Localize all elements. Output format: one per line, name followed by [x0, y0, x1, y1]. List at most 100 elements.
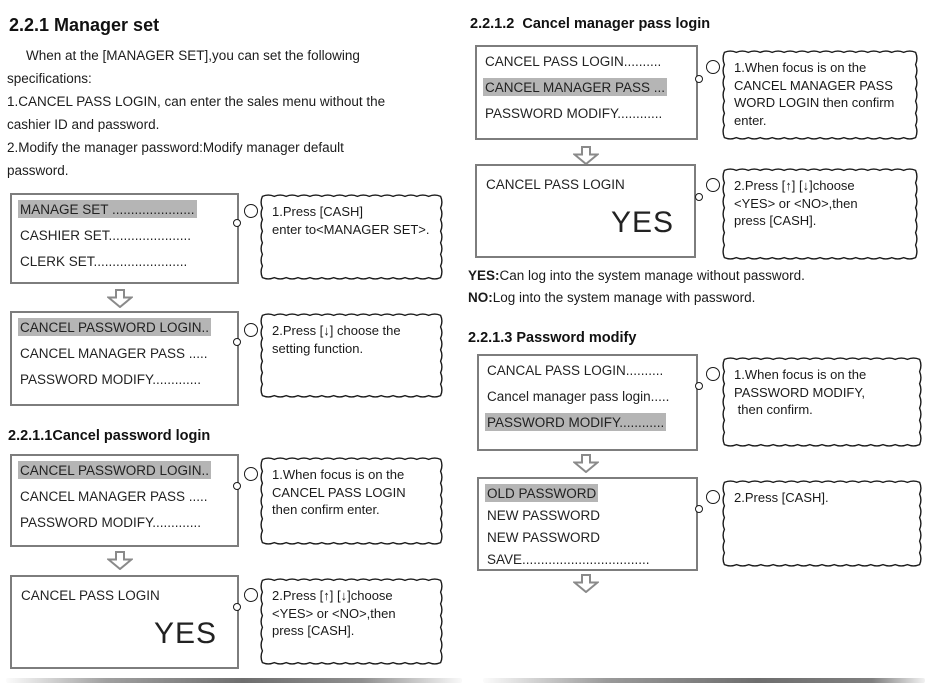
- screen-row: PASSWORD MODIFY............: [485, 413, 667, 431]
- callout-line: WORD LOGIN then confirm: [734, 95, 895, 110]
- speech-tail-small-dot: [695, 75, 703, 83]
- callout-bubble: 1.When focus is on the CANCEL MANAGER PA…: [722, 50, 918, 140]
- callout-line: enter.: [734, 112, 767, 128]
- lcd-screen-cancel-pass-yes: CANCEL PASS LOGIN YES: [10, 575, 239, 669]
- callout-bubble: 1.When focus is on the PASSWORD MODIFY, …: [722, 357, 922, 447]
- lcd-screen-right-menu: CANCEL PASS LOGIN.......... CANCEL MANAG…: [475, 45, 698, 140]
- intro-line: 1.CANCEL PASS LOGIN, can enter the sales…: [7, 94, 386, 109]
- callout-line: enter to<MANAGER SET>.: [272, 221, 430, 237]
- callout-step1-password-modify: 1.When focus is on the PASSWORD MODIFY, …: [695, 357, 922, 447]
- speech-tail-small-dot: [233, 338, 241, 346]
- callout-bubble: 1.When focus is on the CANCEL PASS LOGIN…: [260, 457, 443, 545]
- cloud-border: [260, 578, 443, 665]
- callout-step2-password-modify: 2.Press [CASH].: [695, 480, 922, 567]
- screen-row: PASSWORD MODIFY.............: [20, 515, 202, 530]
- section-heading-2-2-1-1: 2.2.1.1Cancel password login: [8, 428, 211, 444]
- callout-line: then confirm enter.: [272, 502, 380, 517]
- lcd-screen-cancel-pass-yes-right: CANCEL PASS LOGIN YES: [475, 164, 696, 258]
- screen-row: CANCAL PASS LOGIN..........: [487, 363, 664, 378]
- speech-tail-large-dot: [706, 60, 720, 74]
- screen-row: MANAGE SET ......................: [18, 200, 197, 218]
- no-note-prefix: NO:: [468, 290, 493, 305]
- screen-row: CANCEL MANAGER PASS .....: [20, 489, 208, 504]
- callout-bubble: 1.Press [CASH] enter to<MANAGER SET>.: [260, 194, 443, 280]
- cloud-border: [722, 357, 922, 447]
- speech-tail-large-dot: [244, 588, 258, 602]
- speech-tail-small-dot: [695, 193, 703, 201]
- cloud-border: [260, 313, 443, 398]
- callout-line: 2.Press [↓] choose the: [272, 323, 401, 338]
- speech-tail-large-dot: [244, 467, 258, 481]
- callout-line: then confirm.: [734, 402, 813, 417]
- callout-line: CANCEL MANAGER PASS: [734, 77, 893, 93]
- lcd-screen-set-menu: CANCEL PASSWORD LOGIN.. CANCEL MANAGER P…: [10, 311, 239, 406]
- speech-tail-large-dot: [706, 178, 720, 192]
- callout-line: 2.Press [↑] [↓]choose: [734, 178, 855, 193]
- callout-step2-cancel-login: 2.Press [↑] [↓]choose <YES> or <NO>,then…: [233, 578, 443, 665]
- callout-bubble: 2.Press [CASH].: [722, 480, 922, 567]
- screen-row: CANCEL MANAGER PASS ...: [483, 78, 668, 96]
- cloud-border: [722, 480, 922, 567]
- footer-rule-left: [6, 678, 462, 683]
- down-arrow-icon: [573, 454, 599, 473]
- callout-bubble: 2.Press [↑] [↓]choose <YES> or <NO>,then…: [260, 578, 443, 665]
- lcd-screen-cancel-password: CANCEL PASSWORD LOGIN.. CANCEL MANAGER P…: [10, 454, 239, 547]
- speech-tail-small-dot: [695, 382, 703, 390]
- screen-row: CANCEL MANAGER PASS .....: [20, 346, 208, 361]
- yes-note: YES:Can log into the system manage witho…: [468, 268, 805, 283]
- section-heading-2-2-1: 2.2.1 Manager set: [9, 15, 160, 35]
- no-note-text: Log into the system manage with password…: [492, 290, 756, 305]
- no-note: NO:Log into the system manage with passw…: [468, 290, 755, 305]
- screen-row: CANCEL PASSWORD LOGIN..: [18, 318, 212, 336]
- callout-line: setting function.: [272, 340, 364, 356]
- cloud-border: [722, 50, 918, 140]
- lcd-screen-manager-menu: MANAGE SET ...................... CASHIE…: [10, 193, 239, 284]
- callout-line: 1.When focus is on the: [734, 367, 867, 382]
- callout-line: 2.Press [↑] [↓]choose: [272, 588, 393, 603]
- speech-tail-small-dot: [233, 482, 241, 490]
- yes-note-prefix: YES:: [468, 268, 500, 283]
- screen-row: NEW PASSWORD: [487, 508, 601, 523]
- speech-tail-small-dot: [233, 219, 241, 227]
- down-arrow-icon: [107, 289, 133, 308]
- speech-tail-small-dot: [695, 505, 703, 513]
- section-heading-2-2-1-3: 2.2.1.3 Password modify: [468, 330, 637, 346]
- speech-tail-large-dot: [244, 323, 258, 337]
- lcd-screen-modify-menu: CANCAL PASS LOGIN.......... Cancel manag…: [477, 354, 698, 451]
- screen-row: PASSWORD MODIFY.............: [20, 372, 202, 387]
- intro-line: 2.Modify the manager password:Modify man…: [7, 140, 344, 155]
- screen-row: CANCEL PASSWORD LOGIN..: [18, 461, 212, 479]
- yes-note-text: Can log into the system manage without p…: [499, 268, 805, 283]
- cloud-border: [722, 168, 918, 260]
- cloud-border: [260, 457, 443, 545]
- callout-line: 2.Press [CASH].: [734, 490, 829, 505]
- screen-row: CANCEL PASS LOGIN..........: [485, 54, 662, 69]
- intro-paragraph: When at the [MANAGER SET],you can set th…: [7, 44, 459, 182]
- callout-line: <YES> or <NO>,then: [734, 195, 858, 211]
- screen-label: CANCEL PASS LOGIN: [486, 177, 625, 192]
- callout-line: 1.When focus is on the: [272, 467, 405, 482]
- speech-tail-large-dot: [706, 367, 720, 381]
- section-heading-2-2-1-2: 2.2.1.2 Cancel manager pass login: [470, 16, 711, 32]
- screen-value-yes: YES: [153, 617, 217, 650]
- screen-row: PASSWORD MODIFY............: [485, 106, 663, 121]
- screen-row: Cancel manager pass login.....: [487, 389, 670, 404]
- lcd-screen-password-form: OLD PASSWORD NEW PASSWORD NEW PASSWORD S…: [477, 477, 698, 571]
- callout-step2-left: 2.Press [↓] choose the setting function.: [233, 313, 443, 398]
- down-arrow-icon: [107, 551, 133, 570]
- speech-tail-small-dot: [233, 603, 241, 611]
- callout-step1-cancel-login: 1.When focus is on the CANCEL PASS LOGIN…: [233, 457, 443, 545]
- callout-line: CANCEL PASS LOGIN: [272, 484, 406, 500]
- callout-line: 1.When focus is on the: [734, 60, 867, 75]
- intro-line: password.: [7, 163, 69, 178]
- screen-label: CANCEL PASS LOGIN: [21, 588, 160, 603]
- down-arrow-icon: [573, 574, 599, 593]
- callout-step1-left: 1.Press [CASH] enter to<MANAGER SET>.: [233, 194, 443, 280]
- callout-line: press [CASH].: [272, 623, 355, 638]
- screen-row: NEW PASSWORD: [487, 530, 601, 545]
- footer-rule-right: [483, 678, 925, 683]
- callout-step1-manager-pass: 1.When focus is on the CANCEL MANAGER PA…: [695, 50, 918, 140]
- callout-line: 1.Press [CASH]: [272, 204, 364, 219]
- cloud-border: [260, 194, 443, 280]
- intro-line: specifications:: [7, 71, 92, 86]
